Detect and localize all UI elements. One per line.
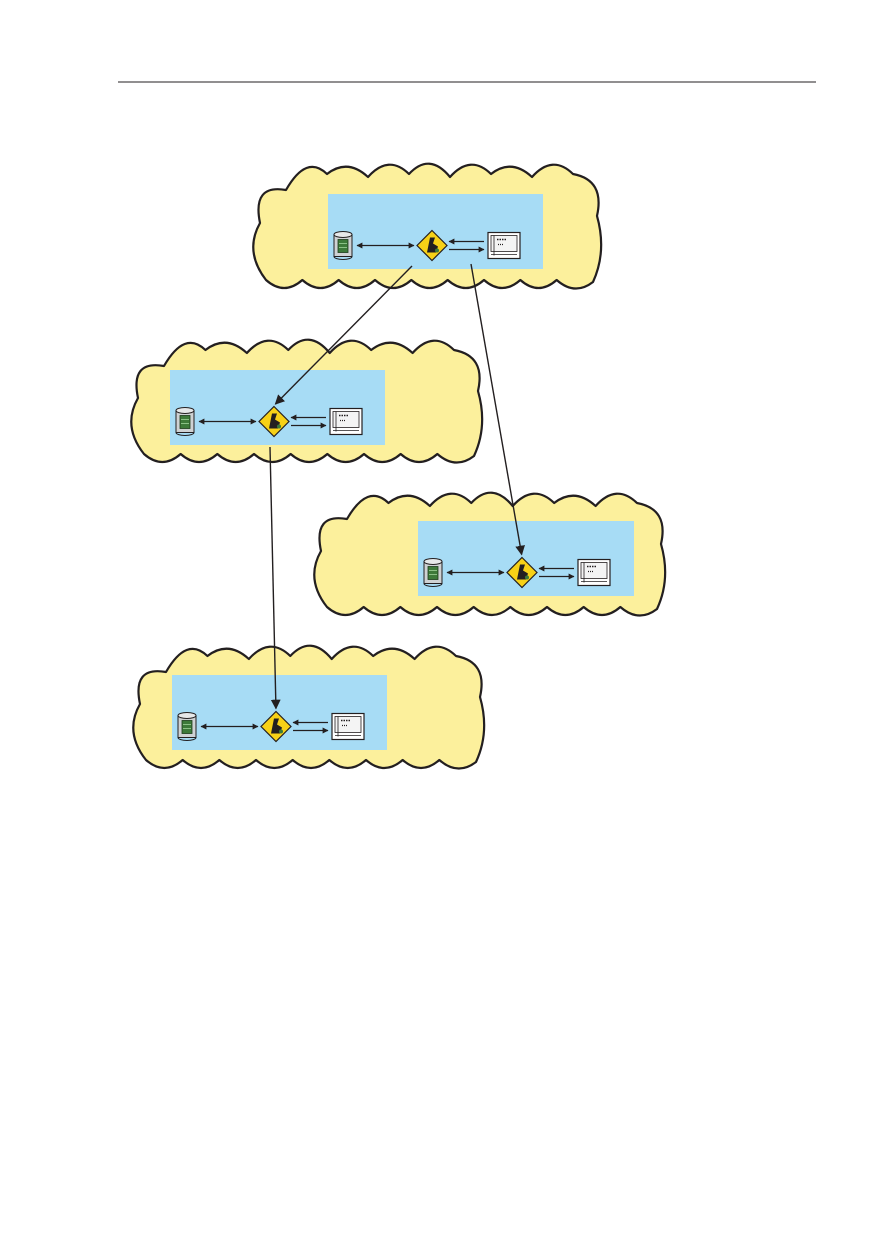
terminal-icon [577,558,611,587]
engine-icon [416,229,448,262]
right-cloud [313,491,667,617]
engine-icon [260,710,292,743]
terminal-icon [487,231,521,260]
engine-icon [258,405,290,438]
top-cloud [252,162,603,290]
engine-icon [506,556,538,589]
links-layer [269,263,525,710]
database-icon [175,407,195,436]
link-top-cloud-to-right-cloud [470,263,525,556]
bottom-cloud [132,644,486,770]
database-icon [333,231,353,260]
database-icon [423,558,443,587]
clouds-layer [130,162,667,770]
link-top-cloud-to-left-cloud [274,265,413,405]
left-cloud [130,338,484,464]
terminal-icon [331,712,365,741]
database-icon [177,712,197,741]
terminal-icon [329,407,363,436]
link-left-cloud-to-bottom-cloud [269,446,281,710]
